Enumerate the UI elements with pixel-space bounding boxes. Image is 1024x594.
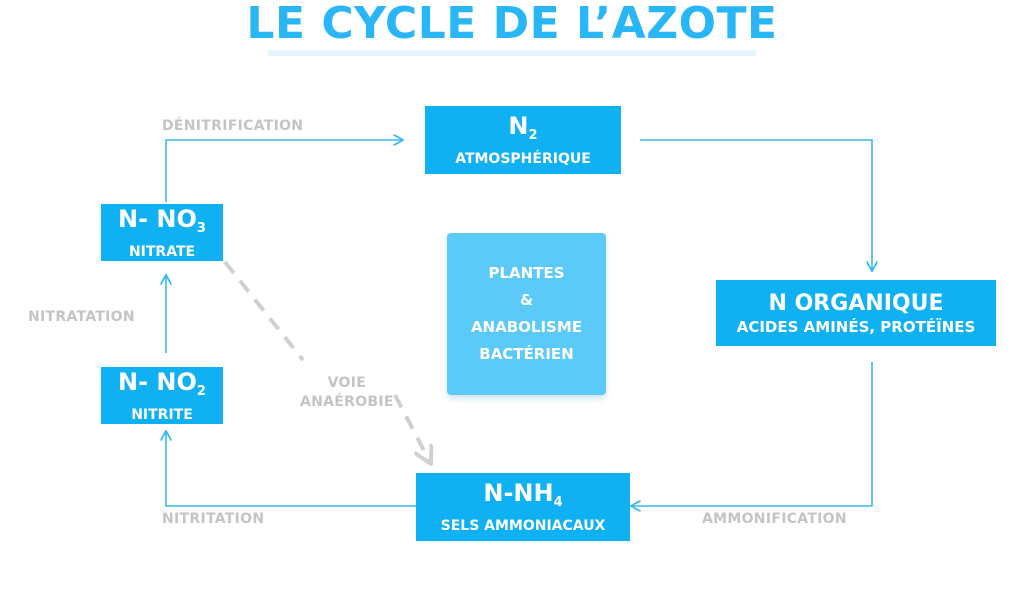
center-line-1: PLANTES <box>488 264 565 282</box>
node-n-nh4: N-NH4 SELS AMMONIACAUX <box>416 473 630 541</box>
center-plantes-anabolisme: PLANTES & ANABOLISME BACTÉRIEN <box>447 233 606 395</box>
node-n-no2: N- NO2 NITRITE <box>101 367 223 424</box>
center-line-2: & <box>519 291 534 309</box>
diagram-title: LE CYCLE DE L’AZOTE <box>246 0 778 49</box>
node-no2-main: N- NO <box>118 367 197 396</box>
arrow-voie-anaerobie <box>223 260 430 462</box>
node-no3-subscript: 3 <box>196 220 206 236</box>
node-n2-main: N <box>508 112 529 140</box>
label-ammonification: AMMONIFICATION <box>702 511 847 527</box>
center-line-4: BACTÉRIEN <box>479 345 574 363</box>
node-n2-atmospherique: N2 ATMOSPHÉRIQUE <box>425 106 621 174</box>
node-no2-subscript: 2 <box>196 383 206 399</box>
node-n-no3: N- NO3 NITRATE <box>101 204 223 261</box>
arrow-nitritation <box>166 432 416 507</box>
node-nh4-label: SELS AMMONIACAUX <box>440 518 606 534</box>
node-n2-subscript: 2 <box>528 128 538 143</box>
node-organique-label: ACIDES AMINÉS, PROTÉÏNES <box>736 318 976 336</box>
title-underline <box>268 50 756 56</box>
label-voie-line-2: ANAÉROBIE <box>300 394 394 410</box>
node-n-organique: N ORGANIQUE ACIDES AMINÉS, PROTÉÏNES <box>716 280 996 346</box>
label-voie-line-1: VOIE <box>327 375 367 391</box>
arrow-denitrification <box>165 140 402 202</box>
label-nitritation: NITRITATION <box>162 511 265 527</box>
arrow-to-organique <box>640 139 872 270</box>
label-denitrification: DÉNITRIFICATION <box>162 118 304 134</box>
node-nh4-subscript: 4 <box>553 495 563 510</box>
label-nitratation: NITRATATION <box>28 309 135 325</box>
arrow-ammonification <box>632 362 873 506</box>
center-line-3: ANABOLISME <box>470 318 583 336</box>
node-nh4-main: N-NH <box>483 479 554 507</box>
node-n2-label: ATMOSPHÉRIQUE <box>455 151 591 167</box>
node-no3-label: NITRATE <box>128 243 196 260</box>
node-no3-main: N- NO <box>118 204 197 233</box>
node-organique-main: N ORGANIQUE <box>768 291 944 316</box>
node-no2-label: NITRITE <box>131 406 193 423</box>
label-voie-anaerobie: VOIE ANAÉROBIE <box>300 374 394 412</box>
